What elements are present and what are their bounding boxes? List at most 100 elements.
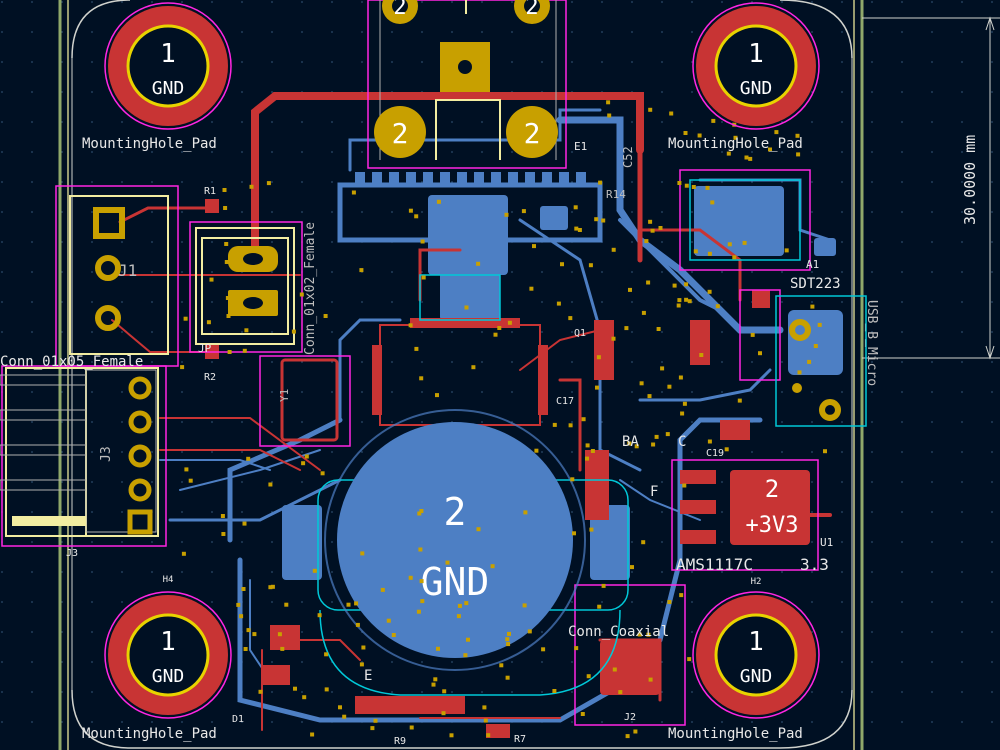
via bbox=[312, 568, 317, 573]
via bbox=[441, 711, 446, 716]
via bbox=[691, 185, 696, 189]
top-pad-left: 2 bbox=[392, 117, 409, 150]
via bbox=[611, 336, 616, 341]
via bbox=[577, 228, 582, 232]
mounting-hole-top-left[interactable]: 1 GND MountingHole_Pad bbox=[82, 2, 232, 152]
via bbox=[346, 602, 351, 607]
via bbox=[456, 614, 461, 619]
via bbox=[523, 510, 528, 515]
via bbox=[817, 322, 822, 327]
via bbox=[416, 609, 421, 614]
via bbox=[650, 228, 655, 233]
conn-01x02-pads[interactable] bbox=[228, 246, 278, 316]
via bbox=[648, 677, 653, 682]
via bbox=[625, 734, 630, 739]
via bbox=[683, 131, 688, 135]
reference-labels: Conn_01x05_Female J3 J3 Conn_01x02_Femal… bbox=[0, 140, 841, 747]
top-connector[interactable]: 2 2 2 2 bbox=[374, 0, 558, 158]
via bbox=[222, 188, 227, 192]
via bbox=[697, 133, 702, 138]
hole-pad-number: 1 bbox=[160, 39, 176, 69]
via bbox=[180, 365, 185, 370]
via bbox=[483, 718, 488, 723]
via bbox=[505, 637, 510, 642]
mounting-hole-bottom-left[interactable]: 1 GND MountingHole_Pad H4 bbox=[82, 575, 232, 742]
via bbox=[810, 304, 815, 309]
via bbox=[497, 326, 502, 330]
via bbox=[585, 443, 590, 448]
dimension-annotation[interactable]: 30.0000 mm bbox=[862, 16, 1000, 360]
via bbox=[419, 376, 424, 381]
via bbox=[684, 297, 689, 302]
label-c52: C52 bbox=[621, 146, 635, 168]
via bbox=[693, 249, 698, 254]
hole-net: GND bbox=[740, 78, 773, 99]
via bbox=[359, 662, 364, 667]
via bbox=[541, 647, 546, 652]
via bbox=[560, 262, 564, 267]
label-j3: J3 bbox=[66, 548, 78, 559]
via bbox=[420, 599, 425, 604]
via bbox=[293, 686, 297, 691]
big-pad-net: GND bbox=[421, 560, 490, 604]
label-c19: C19 bbox=[706, 448, 724, 459]
via bbox=[750, 332, 755, 337]
via bbox=[727, 242, 732, 247]
label-j2: J2 bbox=[624, 712, 636, 723]
via bbox=[226, 314, 231, 318]
label-f: F bbox=[650, 484, 658, 500]
via bbox=[241, 587, 246, 591]
regulator-u1[interactable]: 2 +3V3 U1 AMS1117C 3.3 bbox=[676, 475, 833, 574]
via bbox=[220, 514, 225, 518]
via bbox=[386, 618, 391, 623]
via bbox=[784, 248, 789, 253]
via bbox=[630, 565, 634, 570]
via bbox=[665, 432, 670, 437]
via bbox=[710, 200, 715, 205]
label-r2: R2 bbox=[204, 372, 216, 383]
via bbox=[656, 327, 661, 331]
via bbox=[225, 296, 230, 300]
via bbox=[224, 260, 229, 264]
j1-header[interactable] bbox=[93, 207, 125, 331]
via bbox=[391, 633, 396, 637]
via bbox=[529, 286, 534, 291]
via bbox=[699, 353, 704, 357]
big-gnd-pad[interactable]: 2 GND bbox=[324, 409, 586, 671]
via bbox=[711, 118, 716, 123]
label-conn-01x05: Conn_01x05_Female bbox=[0, 354, 143, 370]
via bbox=[589, 527, 594, 532]
via bbox=[323, 314, 328, 318]
via bbox=[651, 442, 656, 447]
via bbox=[639, 381, 644, 386]
via bbox=[486, 733, 491, 738]
via bbox=[646, 280, 651, 285]
via bbox=[420, 239, 425, 244]
via bbox=[707, 289, 712, 294]
via bbox=[586, 674, 591, 679]
via bbox=[188, 478, 193, 483]
j3-header[interactable] bbox=[127, 376, 153, 535]
via bbox=[758, 351, 762, 356]
via bbox=[707, 439, 712, 444]
via bbox=[534, 448, 539, 453]
mounting-hole-top-right[interactable]: 1 GND MountingHole_Pad bbox=[668, 2, 820, 152]
via bbox=[476, 261, 481, 266]
via bbox=[463, 653, 468, 658]
mounting-hole-bottom-right[interactable]: 1 GND MountingHole_Pad H2 bbox=[668, 577, 820, 742]
hole-pad-number: 1 bbox=[748, 39, 764, 69]
via bbox=[471, 365, 476, 370]
usb-label: USB_B_Micro bbox=[864, 300, 879, 386]
via bbox=[431, 682, 436, 687]
via bbox=[299, 292, 304, 297]
via bbox=[304, 454, 309, 459]
via bbox=[532, 244, 536, 249]
label-c: C bbox=[678, 434, 686, 450]
via bbox=[611, 247, 616, 252]
label-e: E bbox=[364, 668, 372, 684]
via bbox=[507, 320, 512, 325]
via bbox=[574, 646, 579, 651]
via bbox=[819, 409, 824, 414]
via bbox=[607, 113, 612, 118]
